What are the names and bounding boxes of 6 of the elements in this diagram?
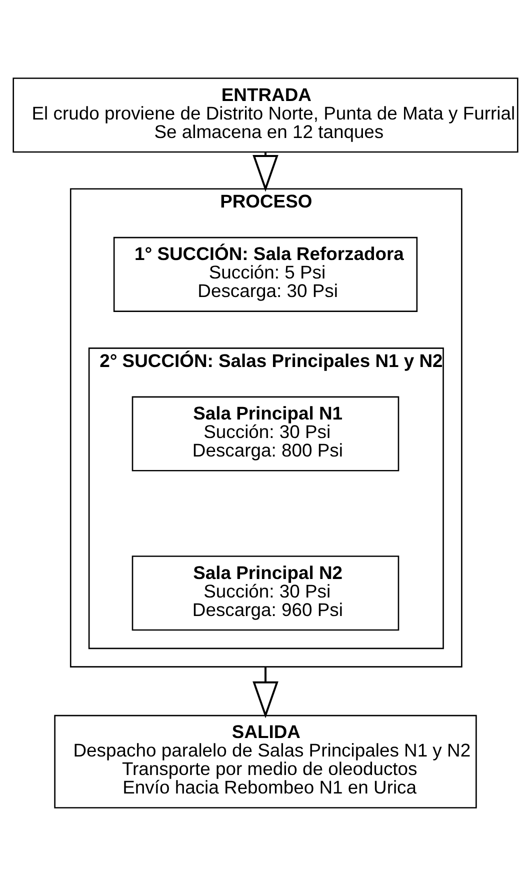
node-box: 1° SUCCIÓN: Sala Reforzadora Succión: 5 Psi Descarga: 30 Psi: [113, 236, 418, 312]
node-box: SALIDA Despacho paralelo de Salas Principales N1 y N2 Transporte por medio de oleoductos Envío hacia Rebombeo N1 en Urica: [54, 714, 477, 808]
node-box: Sala Principal N2 Succión: 30 Psi Descarga: 960 Psi: [132, 556, 400, 631]
node-box: Sala Principal N1 Succión: 30 Psi Descarga: 800 Psi: [132, 396, 400, 472]
arrow: [252, 666, 278, 718]
node-box: ENTRADA El crudo proviene de Distrito Norte, Punta de Mata y Furrial Se almacena en 12 tanques: [12, 78, 518, 153]
